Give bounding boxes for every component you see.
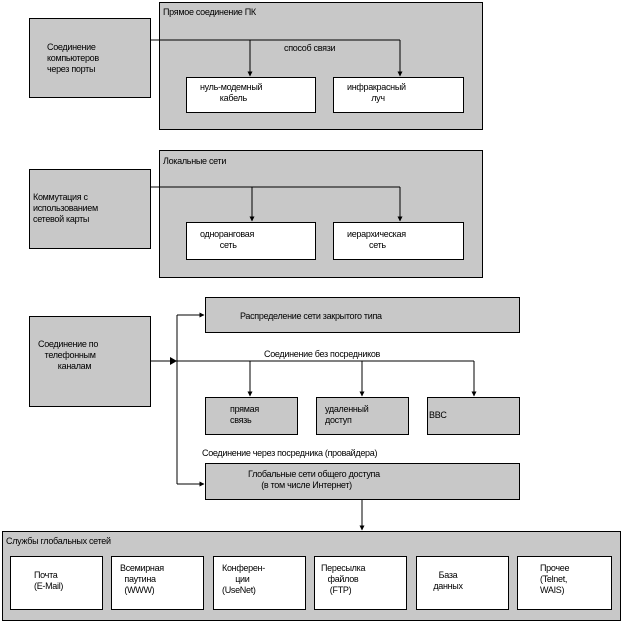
network-card-label: Коммутация с использованием сетевой карт… (33, 192, 98, 224)
global-networks-box (205, 463, 520, 500)
service-usenet-box (213, 556, 306, 610)
service-mail-box (10, 556, 103, 610)
hierarchical-network-label: иерархическая сеть (347, 229, 406, 250)
network-card-box (29, 169, 151, 249)
infrared-label: инфракрасный луч (347, 82, 406, 103)
peer-network-box (186, 222, 316, 260)
service-other-box (517, 556, 612, 610)
service-ftp-label: Пересылка файлов (FTP) (321, 563, 366, 595)
provider-connection-label: Соединение через посредника (провайдера) (202, 448, 378, 458)
link-method-label: способ связи (284, 43, 336, 53)
services-title: Службы глобальных сетей (6, 536, 111, 546)
phone-channels-box (29, 316, 151, 407)
service-usenet-label: Конферен- ции (UseNet) (222, 563, 265, 595)
service-other-label: Прочее (Telnet, WAIS) (540, 563, 570, 595)
ports-connection-label: Соединение компьютеров через порты (47, 42, 99, 74)
service-database-box (416, 556, 509, 610)
closed-network-box (205, 297, 520, 333)
bbs-box (427, 397, 520, 435)
global-networks-label: Глобальные сети общего доступа (в том чи… (248, 469, 380, 490)
service-mail-label: Почта (E-Mail) (34, 570, 64, 591)
direct-connection-label: Соединение без посредников (264, 349, 381, 359)
remote-access-box (316, 397, 409, 435)
service-database-label: База данных (433, 570, 463, 591)
phone-junction-arrow (170, 357, 177, 365)
direct-link-box (205, 397, 298, 435)
infrared-box (333, 77, 464, 113)
ports-connection-box (29, 18, 151, 98)
null-modem-box (186, 77, 316, 113)
closed-network-label: Распределение сети закрытого типа (240, 311, 382, 321)
service-ftp-box (314, 556, 407, 610)
section-direct-pc-title: Прямое соединение ПК (163, 7, 256, 17)
service-www-label: Всемирная паутина (WWW) (120, 563, 164, 595)
direct-link-label: прямая связь (230, 404, 259, 425)
phone-channels-label: Соединение по телефонным каналам (38, 339, 99, 371)
bbs-label: BBC (429, 410, 447, 420)
null-modem-label: нуль-модемный кабель (200, 82, 263, 103)
remote-access-label: удаленный доступ (325, 404, 369, 425)
section-local-networks-title: Локальные сети (163, 156, 227, 166)
peer-network-label: одноранговая сеть (200, 229, 255, 250)
service-www-box (111, 556, 204, 610)
hierarchical-network-box (333, 222, 464, 260)
